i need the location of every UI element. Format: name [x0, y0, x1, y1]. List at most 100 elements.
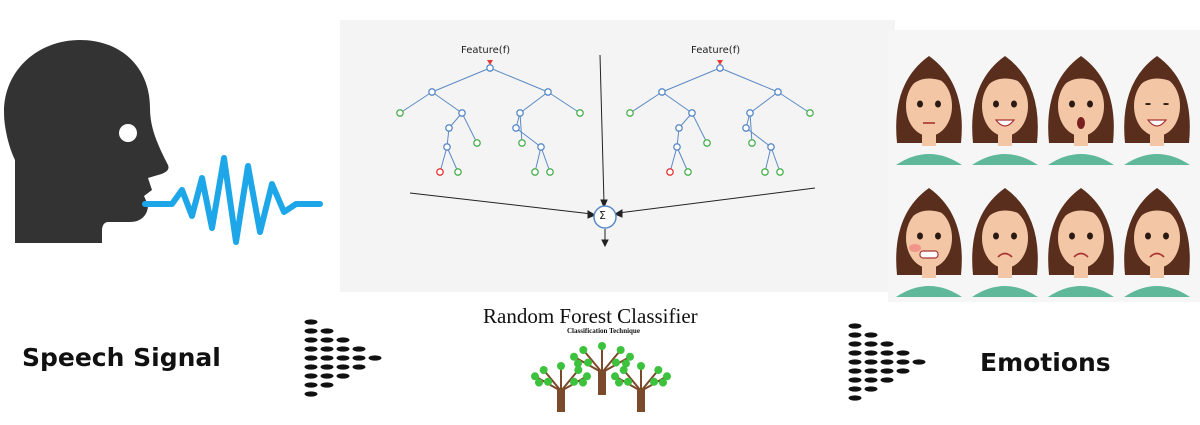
feature-dot — [368, 355, 382, 361]
feature-arrow-icon — [487, 60, 493, 65]
tree-node — [658, 88, 666, 96]
tree-node — [746, 109, 754, 117]
feature-dot — [880, 359, 894, 365]
feature-dot — [912, 359, 926, 365]
feature-dot — [896, 368, 910, 374]
feature-dot — [336, 373, 350, 379]
feature-dot — [848, 332, 862, 338]
feature-dot — [320, 328, 334, 334]
face-surprised-icon — [1048, 56, 1114, 165]
feature-dot — [320, 346, 334, 352]
tree-leaf — [531, 372, 539, 381]
tree-node — [742, 124, 750, 132]
feature-dot — [304, 337, 318, 343]
tree-leaf-red — [436, 168, 444, 176]
tree-edge — [547, 91, 581, 114]
tree-edge — [629, 91, 663, 114]
feature-dot — [304, 328, 318, 334]
tree-edge — [431, 91, 463, 114]
feature-dot — [304, 382, 318, 388]
face-neutral-icon — [896, 56, 962, 165]
tree-node — [774, 88, 782, 96]
feature-dot — [304, 355, 318, 361]
feature-dot — [864, 377, 878, 383]
tree-leaf — [611, 372, 619, 381]
tree-node — [458, 109, 466, 117]
tree-edge — [676, 146, 689, 173]
tree-leaf — [544, 377, 552, 386]
tree-edge — [515, 127, 542, 148]
feature-dot — [880, 368, 894, 374]
feature-dot — [864, 350, 878, 356]
tree-leaf — [659, 378, 667, 387]
tree-leaf — [574, 359, 582, 368]
tree-edge — [446, 146, 459, 173]
feature-label-right: Feature(f) — [691, 45, 741, 56]
tree-leaf — [546, 168, 554, 176]
tree-leaf — [806, 109, 814, 117]
tree-leaf — [626, 109, 634, 117]
tree-leaf — [615, 378, 623, 387]
tree-edge — [669, 146, 678, 173]
feature-dot — [880, 350, 894, 356]
tree-branch — [640, 369, 660, 392]
feature-dot — [864, 332, 878, 338]
tree-node — [537, 143, 545, 151]
feature-vector-icon-right — [848, 323, 926, 401]
tree-leaf — [473, 139, 481, 147]
feature-dot — [320, 355, 334, 361]
tree-leaf — [650, 377, 658, 386]
sum-aggregator-icon — [593, 205, 617, 229]
tree-trunk — [557, 388, 565, 412]
feature-dot — [848, 368, 862, 374]
feature-dot — [880, 341, 894, 347]
feature-dot — [320, 382, 334, 388]
tree-edge — [770, 146, 781, 173]
tree-leaf — [624, 377, 632, 386]
tree-leaf — [518, 139, 526, 147]
emotion-faces-grid — [896, 56, 1190, 297]
tree-leaf — [654, 366, 663, 374]
feature-dot — [320, 337, 334, 343]
tree-edge — [661, 91, 693, 114]
tree-node — [428, 88, 436, 96]
tree-edge — [719, 67, 779, 93]
tree-node — [544, 88, 552, 96]
feature-dot — [304, 346, 318, 352]
tree-trunk — [598, 370, 606, 395]
tree-node — [516, 109, 524, 117]
tree-edge — [489, 67, 549, 93]
feature-dot — [864, 368, 878, 374]
tree-leaf — [570, 352, 578, 361]
feature-dot — [336, 346, 350, 352]
tree-leaf — [637, 362, 645, 370]
tree-leaf — [583, 372, 591, 381]
feature-arrow-icon — [717, 60, 723, 65]
tree-leaf — [531, 168, 539, 176]
tree-node — [445, 124, 453, 132]
tree-leaf — [684, 168, 692, 176]
face-fearful-icon — [1124, 188, 1190, 297]
decision-tree-right — [626, 60, 814, 176]
tree-branch — [601, 349, 622, 374]
feature-dot — [848, 359, 862, 365]
feature-dot — [864, 341, 878, 347]
tree-node — [716, 64, 724, 72]
tree-leaf — [616, 346, 625, 354]
tree-branch — [582, 349, 603, 374]
feature-dot — [896, 359, 910, 365]
feature-dot — [336, 337, 350, 343]
tree-edge — [749, 112, 753, 144]
tree-branch — [622, 369, 642, 392]
tree-edge — [745, 127, 772, 148]
tree-leaf — [539, 366, 548, 374]
tree-node — [675, 124, 683, 132]
tree-edge — [519, 91, 549, 114]
tree-node — [443, 143, 451, 151]
tree-leaf — [579, 346, 588, 354]
tree-leaf-red — [666, 168, 674, 176]
feature-dot — [880, 377, 894, 383]
tree-edge — [519, 112, 523, 144]
tree-edge — [749, 91, 779, 114]
tree-leaf — [761, 168, 769, 176]
